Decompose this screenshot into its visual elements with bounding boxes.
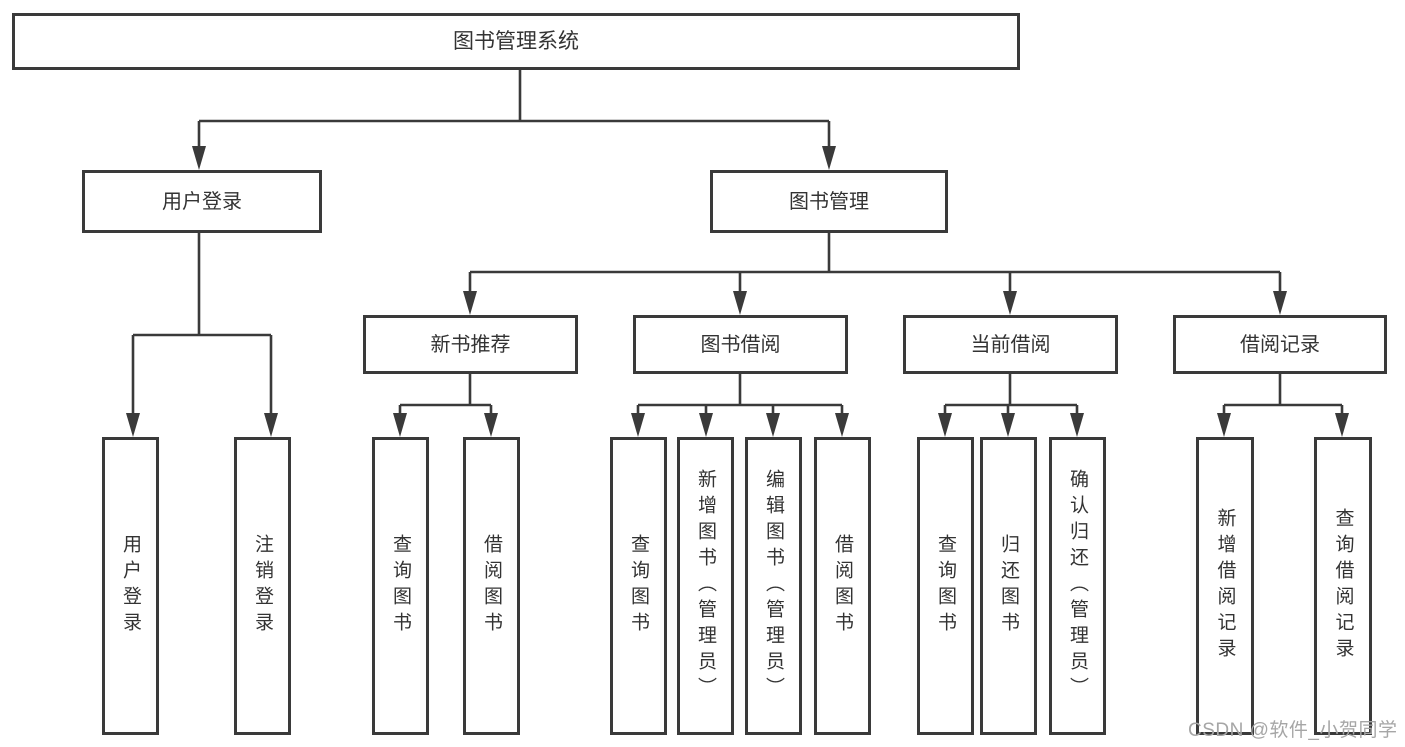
edge-borrow-records-bus xyxy=(1224,374,1342,407)
arrowhead xyxy=(264,413,278,437)
arrowhead xyxy=(1070,413,1084,437)
arrowhead xyxy=(1217,413,1231,437)
arrowhead xyxy=(1335,413,1349,437)
arrowhead xyxy=(192,146,206,170)
node-book-borrowing: 图书借阅 xyxy=(633,315,848,374)
arrowhead xyxy=(484,413,498,437)
arrowhead xyxy=(1003,291,1017,315)
arrowhead xyxy=(699,413,713,437)
arrowhead xyxy=(835,413,849,437)
node-user-login: 用户登录 xyxy=(82,170,322,233)
node-leaf-add-books-admin: 新增图书（管理员） xyxy=(677,437,734,735)
node-leaf-borrow-books-borrowing: 借阅图书 xyxy=(814,437,871,735)
node-leaf-edit-books-admin: 编辑图书（管理员） xyxy=(745,437,802,735)
csdn-watermark: CSDN @软件_小贺同学 xyxy=(1188,720,1398,741)
node-leaf-confirm-return-admin: 确认归还（管理员） xyxy=(1049,437,1106,735)
edge-current-borrow-bus xyxy=(945,374,1077,407)
node-leaf-logout: 注销登录 xyxy=(234,437,291,735)
node-new-book-recommendation: 新书推荐 xyxy=(363,315,578,374)
arrowhead xyxy=(1001,413,1015,437)
arrowhead xyxy=(631,413,645,437)
node-leaf-add-borrow-record: 新增借阅记录 xyxy=(1196,437,1254,735)
edge-book-mgmt-bus xyxy=(470,233,1280,274)
arrowhead xyxy=(733,291,747,315)
node-leaf-return-books: 归还图书 xyxy=(980,437,1037,735)
arrowhead xyxy=(766,413,780,437)
node-leaf-query-books-current: 查询图书 xyxy=(917,437,974,735)
edge-user-login-bus xyxy=(133,233,271,337)
edge-root-bus xyxy=(199,70,829,123)
edge-book-borrow-bus xyxy=(638,374,842,407)
node-book-management: 图书管理 xyxy=(710,170,948,233)
arrowhead xyxy=(938,413,952,437)
edge-new-book-bus xyxy=(400,374,491,407)
node-leaf-query-books-recommend: 查询图书 xyxy=(372,437,429,735)
node-leaf-query-books-borrowing: 查询图书 xyxy=(610,437,667,735)
arrowhead xyxy=(126,413,140,437)
node-leaf-query-borrow-record: 查询借阅记录 xyxy=(1314,437,1372,735)
node-leaf-borrow-books-recommend: 借阅图书 xyxy=(463,437,520,735)
arrowhead xyxy=(393,413,407,437)
arrowhead xyxy=(1273,291,1287,315)
node-library-system: 图书管理系统 xyxy=(12,13,1020,70)
arrowhead xyxy=(463,291,477,315)
node-borrowing-records: 借阅记录 xyxy=(1173,315,1387,374)
arrowhead xyxy=(822,146,836,170)
node-leaf-user-login: 用户登录 xyxy=(102,437,159,735)
node-current-borrowing: 当前借阅 xyxy=(903,315,1118,374)
